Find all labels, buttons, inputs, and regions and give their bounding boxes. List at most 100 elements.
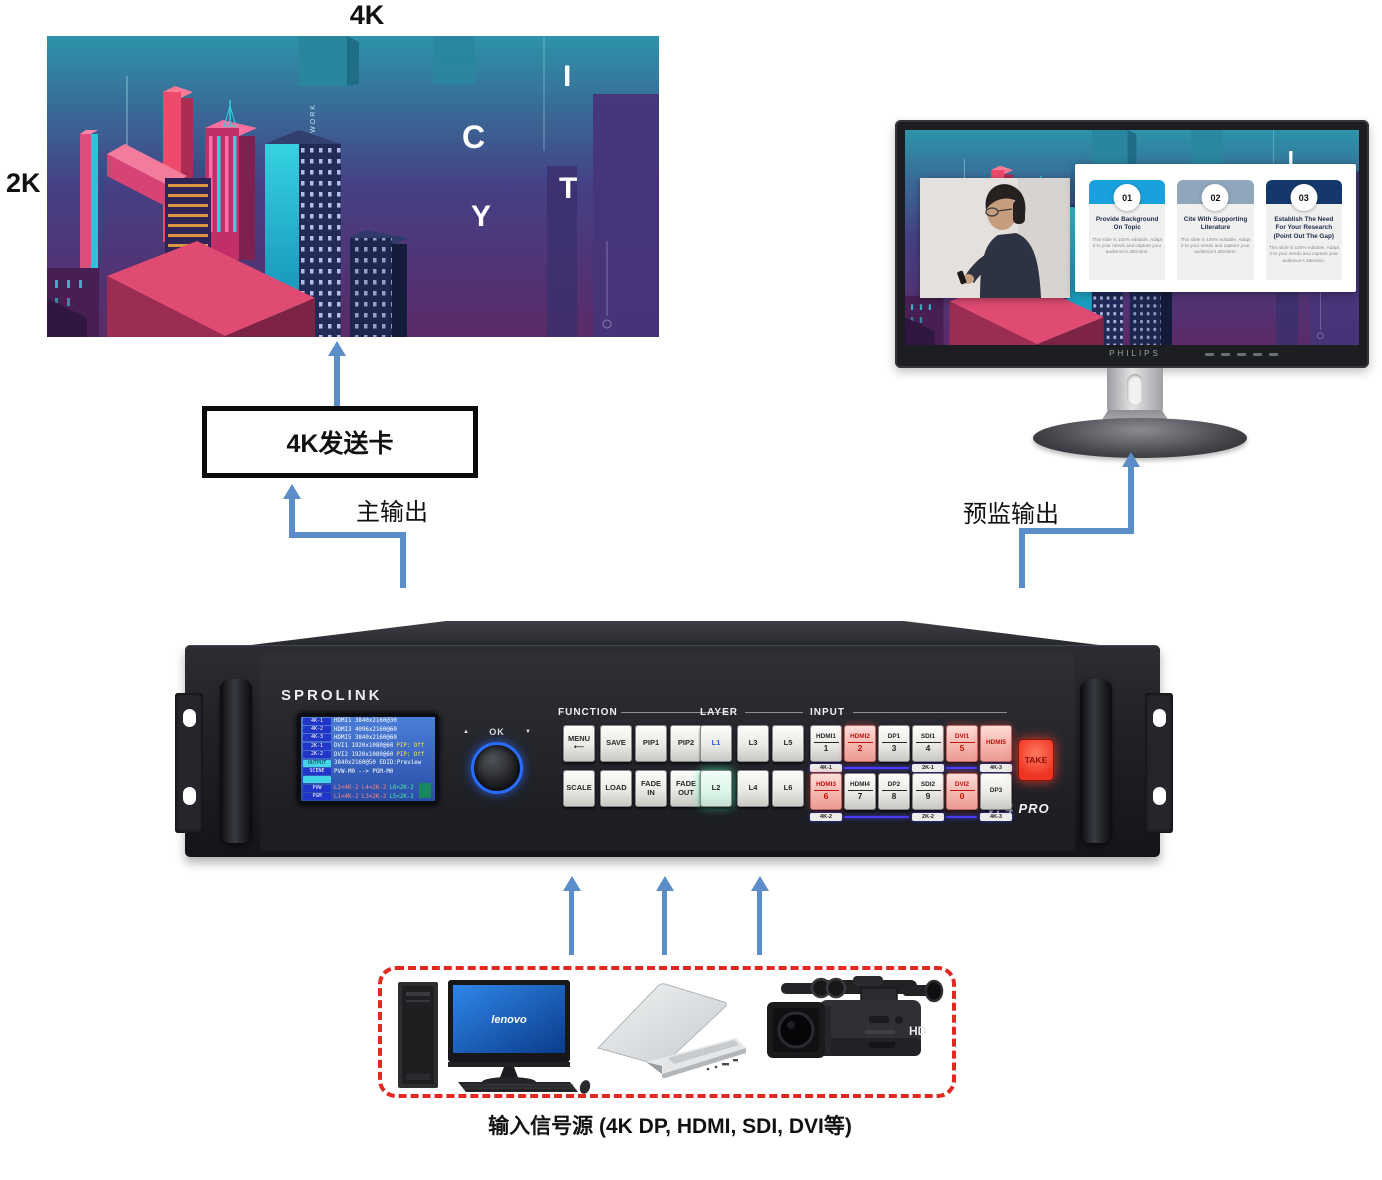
lcd-tag-pvw: PVW: [303, 784, 331, 792]
slide-card-1: 01 Provide Background On Topic This slid…: [1089, 180, 1166, 280]
menu-button[interactable]: MENU ⟵: [563, 725, 595, 762]
sources-caption: 输入信号源 (4K DP, HDMI, SDI, DVI等): [488, 1115, 852, 1138]
monitor-stand: [1107, 368, 1163, 414]
monitor-screen: 01 Provide Background On Topic This slid…: [905, 130, 1359, 345]
key-label: DVI1: [949, 733, 975, 743]
save-button[interactable]: SAVE: [600, 725, 632, 762]
key-label: FADE IN: [640, 778, 661, 797]
load-button[interactable]: LOAD: [600, 770, 632, 807]
layer-l1-button[interactable]: L1: [700, 725, 732, 762]
key-label: DP3: [989, 786, 1003, 794]
card-2-title: Cite With Supporting Literature: [1183, 216, 1248, 232]
key-label: TAKE: [1024, 755, 1048, 765]
card-2-number: 02: [1201, 184, 1229, 211]
lcd-extra: L6<2K-2: [389, 785, 414, 792]
arrow-source-2: [656, 876, 674, 891]
fade-in-button[interactable]: FADE IN: [635, 770, 667, 807]
card-3-desc: This slide is 100% editable. Adapt it to…: [1268, 244, 1339, 263]
input-tag: 4K-3: [980, 813, 1012, 821]
key-label: SAVE: [606, 738, 626, 748]
lcd-tag: 4K-1: [303, 717, 331, 725]
led-strip: [844, 767, 909, 769]
handle-right: [1080, 679, 1112, 843]
input-dp3-button[interactable]: DP3: [980, 773, 1012, 810]
lcd-text: PVW-M0 --> PGM-M0: [334, 768, 394, 775]
key-number: 2: [857, 742, 863, 753]
layer-l6-button[interactable]: L6: [772, 770, 804, 807]
key-number: 6: [823, 790, 829, 801]
rack-hole: [183, 709, 196, 727]
lcd-text: 3840x2160@50 EDID:Preview: [334, 760, 422, 767]
led-strip: [844, 816, 909, 818]
pip2-button[interactable]: PIP2: [670, 725, 702, 762]
arrow-source-2-shaft: [662, 890, 667, 955]
key-label: L6: [783, 783, 793, 793]
layer-l2-button[interactable]: L2: [700, 770, 732, 807]
section-input: INPUT: [810, 707, 845, 718]
arrow-to-led: [328, 341, 346, 356]
input-tag: 2K-1: [912, 764, 944, 772]
preview-output-seg3: [1019, 534, 1025, 588]
key-label: L2: [711, 783, 721, 793]
led-strip: [946, 767, 977, 769]
lcd-text: HDMI5 3840x2160@60: [334, 734, 397, 741]
take-button[interactable]: TAKE: [1018, 739, 1054, 781]
rack-ear-right: [1145, 693, 1173, 833]
preview-output-label: 预监输出: [963, 501, 1059, 528]
key-number: 8: [891, 790, 897, 801]
layer-l3-button[interactable]: L3: [737, 725, 769, 762]
device-brand: SPROLINK: [281, 687, 383, 704]
monitor-base: [1033, 418, 1247, 458]
layer-l5-button[interactable]: L5: [772, 725, 804, 762]
lcd-text: L1<4K-2 L3<2K-2: [334, 793, 387, 800]
key-label: DP2: [881, 781, 907, 791]
lcd-extra: PIP: Off: [396, 751, 425, 758]
arrow-preview-output: [1122, 452, 1140, 467]
menu-back-icon: ⟵: [573, 744, 585, 752]
key-number: 7: [857, 790, 863, 801]
stand-hole: [1127, 374, 1143, 406]
card-1-desc: This slide is 100% editable. Adapt it to…: [1092, 236, 1163, 255]
key-label: SCALE: [566, 783, 592, 793]
handle-left: [220, 679, 252, 843]
layer-l4-button[interactable]: L4: [737, 770, 769, 807]
key-label: PIP1: [642, 738, 660, 748]
arrow-source-3: [751, 876, 769, 891]
card-3-number: 03: [1290, 184, 1318, 211]
sender-card-box: 4K发送卡: [202, 406, 478, 478]
fade-out-button[interactable]: FADE OUT: [670, 770, 702, 807]
section-line: [853, 712, 1007, 713]
desktop-pc-image: lenovo: [392, 976, 592, 1096]
rack-hole: [1153, 709, 1166, 727]
preview-output-seg1: [1128, 466, 1134, 528]
device-top: [235, 621, 1115, 647]
card-2-header: 02: [1177, 180, 1254, 211]
lcd-text: HDMI3 4096x2160@60: [334, 726, 397, 733]
key-label: DVI2: [949, 781, 975, 791]
section-line: [745, 712, 803, 713]
lcd-tag-scene: SCENE: [303, 768, 331, 776]
key-label: HDMI2: [847, 733, 873, 743]
lcd-extra: L5<2K-2: [389, 793, 414, 800]
pip1-button[interactable]: PIP1: [635, 725, 667, 762]
lcd-text: L2<4K-2 L4<2K-2: [334, 785, 387, 792]
monitor-bezel: 01 Provide Background On Topic This slid…: [895, 120, 1369, 368]
input-hdmi5-button[interactable]: HDMI5: [980, 725, 1012, 762]
section-layer: LAYER: [700, 707, 738, 718]
scale-button[interactable]: SCALE: [563, 770, 595, 807]
ok-knob[interactable]: [471, 742, 523, 794]
lcd-tag-blank: [303, 776, 331, 784]
